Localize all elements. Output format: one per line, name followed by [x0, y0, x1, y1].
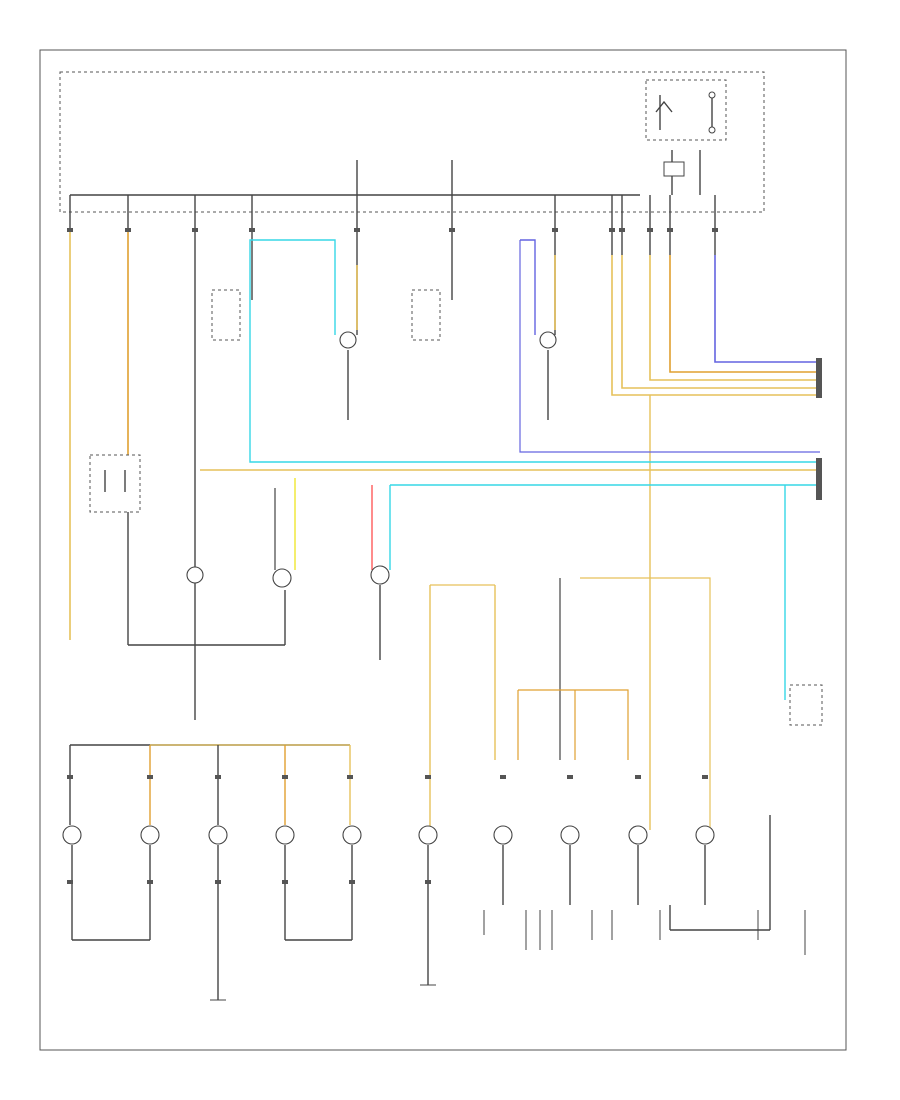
- connector-icon: [67, 228, 718, 884]
- signal-wires: [200, 239, 822, 700]
- harness-outline: [59, 71, 765, 213]
- relay-icon: [645, 79, 727, 195]
- feed-wires: [69, 160, 716, 720]
- mid-wires: [127, 350, 711, 830]
- return-wires: [71, 815, 771, 1000]
- lamp-icon: [186, 331, 557, 588]
- lower-bus: [69, 744, 351, 825]
- right-harness: [611, 255, 822, 830]
- lamp-icon: [62, 825, 715, 845]
- diagram-frame: [39, 49, 847, 1051]
- switch-icon: [89, 289, 823, 726]
- ground-icon: [210, 910, 806, 1001]
